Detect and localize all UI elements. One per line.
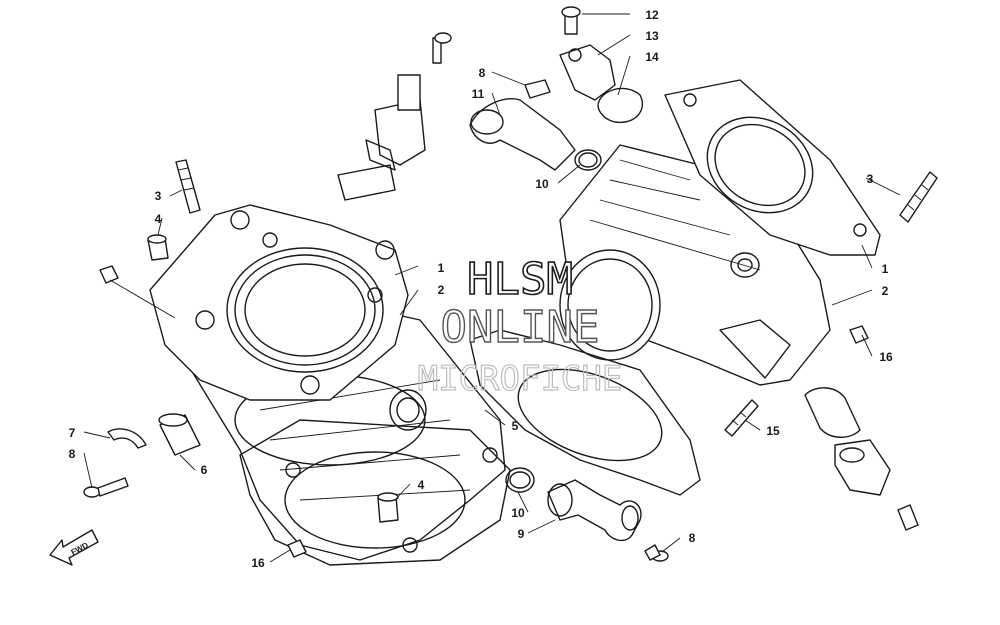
left-screw [83, 477, 129, 498]
top-outlet-elbow [469, 79, 576, 171]
top-o-ring [574, 149, 602, 171]
bottom-dowel [377, 492, 399, 523]
thermostat-gasket [597, 87, 643, 124]
right-base-gasket [469, 329, 701, 496]
callout-6: 6 [201, 463, 208, 477]
callout-12: 12 [645, 8, 659, 22]
forward-direction-arrow: FWD [49, 529, 99, 566]
callouts: 12 13 14 8 11 10 3 4 1 2 3 1 2 16 15 5 7… [69, 8, 893, 570]
callout-15: 15 [766, 424, 780, 438]
callout-5: 5 [512, 419, 519, 433]
bottom-o-ring [505, 467, 535, 493]
watermark-line-1: HLSM [467, 254, 573, 305]
bottom-outlet-elbow [547, 479, 642, 542]
right-stud [899, 171, 938, 223]
left-base-gasket [239, 419, 511, 566]
watermark-line-2: ONLINE [441, 302, 600, 353]
callout-1-right: 1 [882, 262, 889, 276]
left-stud [175, 159, 201, 214]
watermark-line-3: MICROFICHE [418, 359, 623, 399]
watermark: HLSM ONLINE MICROFICHE [417, 253, 623, 399]
left-head-gasket [149, 204, 409, 401]
callout-3-right: 3 [867, 172, 874, 186]
callout-9: 9 [518, 527, 525, 541]
callout-8-top: 8 [479, 66, 486, 80]
callout-4-left: 4 [155, 212, 162, 226]
callout-1-left: 1 [438, 261, 445, 275]
lower-stud [724, 399, 759, 437]
bottom-nut [287, 539, 307, 558]
bottom-screw [644, 544, 669, 562]
right-head-gasket [664, 79, 881, 256]
callout-10-top: 10 [535, 177, 549, 191]
leader-lines [83, 13, 901, 563]
callout-8-bottom: 8 [689, 531, 696, 545]
clamp [107, 428, 147, 449]
callout-8-left: 8 [69, 447, 76, 461]
left-nut [99, 265, 119, 284]
callout-11: 11 [472, 87, 485, 101]
callout-13: 13 [645, 29, 659, 43]
callout-2-left: 2 [438, 283, 445, 297]
thermostat-housing [559, 6, 616, 101]
sleeve [158, 413, 201, 456]
left-chain-tensioner [337, 32, 452, 201]
left-dowel [147, 234, 169, 261]
callout-10-bottom: 10 [511, 506, 525, 520]
callout-14: 14 [645, 50, 659, 64]
right-nut [849, 325, 869, 344]
callout-16-right: 16 [879, 350, 893, 364]
callout-4-bottom: 4 [418, 478, 425, 492]
right-tensioner [804, 387, 919, 531]
callout-2-right: 2 [882, 284, 889, 298]
callout-16-bottom: 16 [251, 556, 265, 570]
callout-3-left: 3 [155, 189, 162, 203]
callout-7: 7 [69, 426, 76, 440]
